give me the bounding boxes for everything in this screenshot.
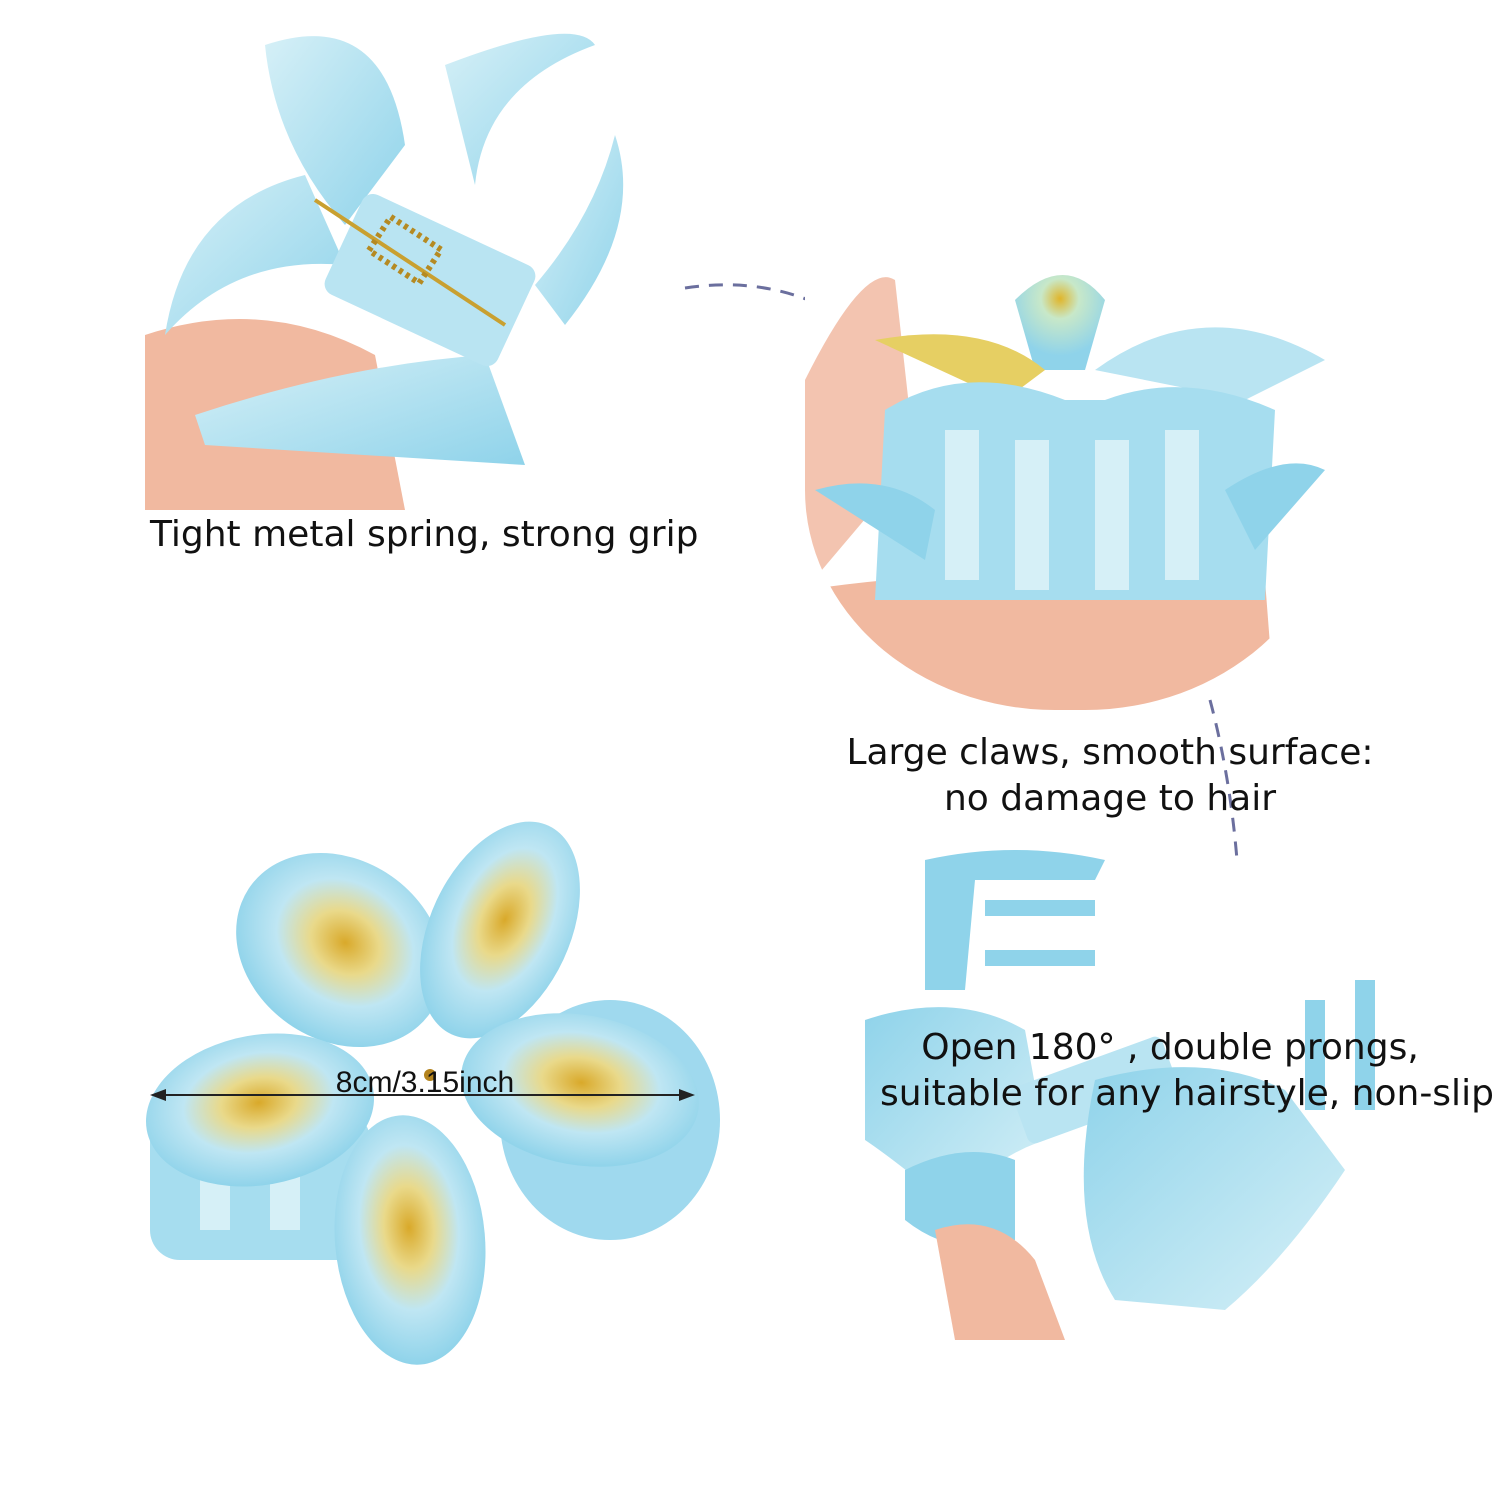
- photo-open-clip: [865, 840, 1425, 1340]
- callout-line-icon: [1208, 699, 1239, 861]
- callout-line-icon: [684, 283, 841, 317]
- dimension-arrow-icon: [150, 1089, 695, 1101]
- photo-large-claws: [805, 260, 1335, 710]
- caption-line: Large claws, smooth surface:: [846, 732, 1374, 773]
- caption-line: Open 180° , double prongs,: [921, 1027, 1419, 1068]
- caption-open-180: Open 180° , double prongs, suitable for …: [880, 1025, 1494, 1117]
- caption-large-claws: Large claws, smooth surface: no damage t…: [820, 730, 1400, 822]
- photo-flower-front: [140, 820, 720, 1380]
- caption-line: suitable for any hairstyle, non-slip: [880, 1073, 1494, 1114]
- photo-metal-spring: [145, 25, 715, 510]
- caption-line: no damage to hair: [943, 778, 1277, 819]
- caption-size: 8cm/3.15inch: [335, 1066, 515, 1099]
- caption-metal-spring: Tight metal spring, strong grip: [150, 514, 699, 555]
